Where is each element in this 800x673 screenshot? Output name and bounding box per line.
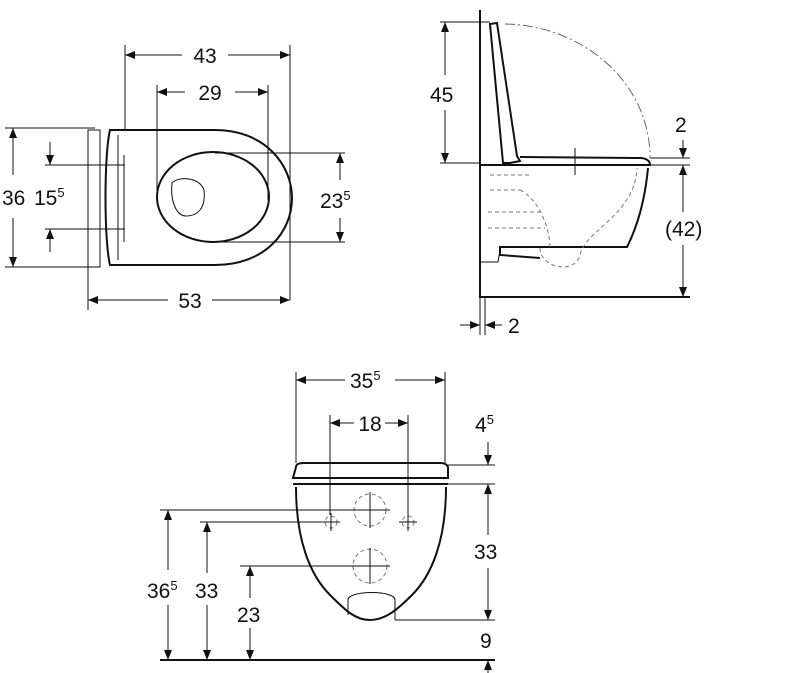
dim-36: 36 [2, 187, 25, 210]
dim-36-5: 365 [147, 578, 178, 603]
seat-outline [104, 129, 294, 266]
dim-43: 43 [193, 45, 216, 68]
dim-35-5: 355 [350, 368, 381, 393]
top-view: 43 29 36 155 235 53 [2, 45, 351, 313]
lid-front [291, 462, 449, 479]
dim-23: 23 [237, 604, 260, 627]
lid-swing-arc [504, 23, 651, 159]
dim-18: 18 [358, 413, 381, 436]
dim-33-right: 33 [474, 541, 497, 564]
bowl-front [295, 486, 447, 622]
dim-33-left: 33 [195, 580, 218, 603]
wall-and-floor [479, 10, 690, 298]
dim-4-5: 45 [475, 412, 494, 437]
lid-raised [488, 21, 522, 164]
dim-42: (42) [665, 218, 702, 241]
dim-53: 53 [178, 290, 201, 313]
bowl-opening [156, 151, 270, 243]
drain-outline [171, 178, 205, 217]
dim-9: 9 [480, 630, 492, 653]
wall-plate [87, 129, 101, 268]
side-view: 45 2 (42) 2 [430, 10, 702, 338]
front-view: 355 18 45 33 9 365 33 23 [147, 368, 497, 673]
dim-15-5: 155 [34, 185, 65, 210]
dim-29: 29 [198, 82, 221, 105]
dim-23-5: 235 [320, 188, 351, 213]
dim-2-seat: 2 [675, 114, 687, 137]
dim-2-wall: 2 [508, 315, 520, 338]
dim-45: 45 [430, 84, 453, 107]
